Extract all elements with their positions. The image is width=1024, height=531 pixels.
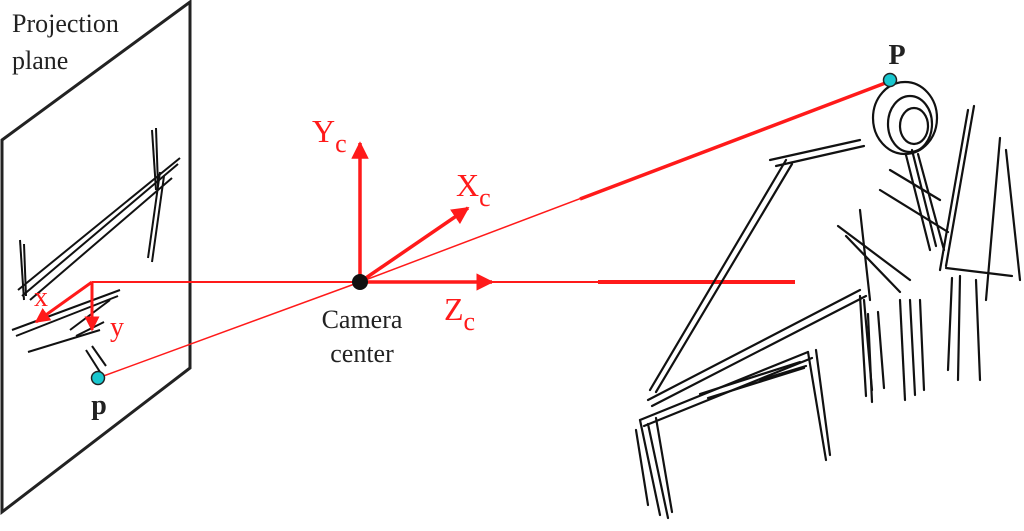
image-axis-x xyxy=(34,280,93,324)
image-axis-x-label: x xyxy=(34,282,48,313)
projection-ray-far-thick xyxy=(579,80,889,201)
world-point-label: P xyxy=(888,40,905,71)
image-point-label: p xyxy=(91,390,107,421)
camera-center-label-line1: Camera xyxy=(322,305,403,334)
camera-center-label-line2: center xyxy=(330,339,394,368)
image-point-p xyxy=(90,370,106,386)
camera-axis-x xyxy=(359,206,470,284)
world-point-P xyxy=(882,72,898,88)
projection-plane-label-line2: plane xyxy=(12,46,68,75)
camera-axis-y-label: Yc xyxy=(312,113,347,158)
camera-center-point xyxy=(352,274,368,290)
world-scene-sketch xyxy=(634,80,1022,520)
camera-axis-x-label: Xc xyxy=(456,167,491,212)
camera-axis-z-label: Zc xyxy=(444,291,475,336)
projected-scene-sketch xyxy=(11,127,181,373)
projection-ray-near xyxy=(97,281,361,379)
image-axis-y-label: y xyxy=(110,312,124,343)
projection-plane-label-line1: Projection xyxy=(12,9,119,38)
projection-plane xyxy=(0,0,192,516)
